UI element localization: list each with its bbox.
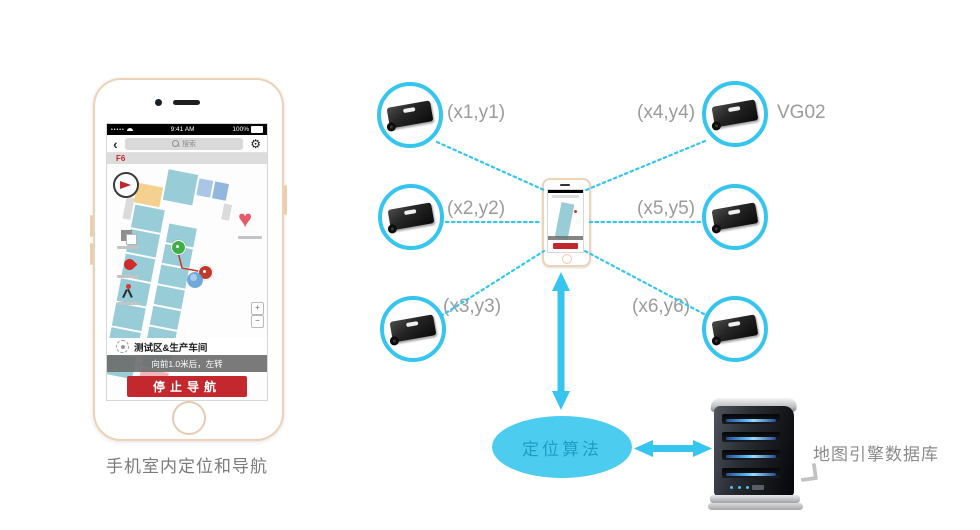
heart-caption [238, 236, 262, 239]
current-location-marker [187, 272, 203, 288]
floor-label: F6 [116, 154, 126, 163]
app-navbar: ‹ 搜索 ⚙ [107, 135, 267, 153]
beacon-model-label: VG02 [777, 102, 826, 123]
battery-percent: 100% [232, 126, 249, 133]
mini-instruction-banner [548, 236, 583, 240]
beacon-6 [702, 296, 768, 362]
start-marker [171, 240, 186, 255]
front-camera-icon [155, 99, 162, 106]
mini-home-button [562, 254, 572, 264]
power-button [284, 185, 287, 215]
mode-switch-icon-overlay [126, 234, 137, 245]
beacon-device-icon [711, 99, 759, 132]
beacon-device-icon [387, 202, 435, 235]
home-button[interactable] [172, 401, 206, 435]
database-label: 地图引擎数据库 [813, 445, 939, 464]
server-tower [714, 406, 794, 496]
mini-status-bar [548, 190, 583, 193]
mini-stop-button [553, 243, 578, 249]
status-bar: ••••• 9:41 AM 100% [107, 124, 267, 135]
destination-panel: 测试区&生产车间 [107, 338, 267, 355]
server-shadow-chevron-icon [798, 462, 819, 483]
beacon-1-coordinates: (x1,y1) [447, 102, 506, 123]
mini-search-bar [552, 195, 579, 198]
beacon-3 [380, 296, 446, 362]
favorite-heart-icon[interactable]: ♥ [238, 206, 253, 233]
wifi-icon [126, 128, 133, 131]
instruction-text: 向前1.0米后，左转 [151, 358, 223, 369]
database-server-icon [708, 398, 805, 512]
pin-mode-caption [117, 302, 139, 305]
search-icon [171, 140, 179, 147]
beacon-5 [702, 184, 768, 250]
compass-small-icon [116, 340, 129, 353]
app-screen: ••••• 9:41 AM 100% ‹ 搜索 ⚙ F6 [106, 123, 268, 401]
beacon-4-coordinates: (x4,y4) [637, 102, 696, 123]
volume-up-button [90, 215, 93, 237]
beacon-2-coordinates: (x2,y2) [447, 198, 506, 219]
mini-floorplan [554, 202, 575, 240]
route-path [177, 251, 204, 273]
server-base [710, 495, 800, 503]
beacon-1 [377, 82, 443, 148]
mini-destination-marker [574, 210, 577, 213]
positioning-algorithm-node: 定位算法 [492, 416, 632, 478]
beacon-device-icon [386, 100, 434, 133]
earpiece-speaker [173, 100, 200, 105]
floor-selector-bar[interactable]: F6 [107, 153, 267, 164]
instruction-banner: 向前1.0米后，左转 [107, 355, 267, 372]
destination-text: 测试区&生产车间 [134, 342, 208, 354]
smartphone-mockup: ••••• 9:41 AM 100% ‹ 搜索 ⚙ F6 [90, 78, 287, 441]
dashed-line-b4 [584, 139, 707, 192]
back-chevron-icon[interactable]: ‹ [113, 135, 118, 152]
mini-screen [547, 189, 584, 253]
mini-earpiece [560, 184, 570, 186]
signal-dots-icon: ••••• [111, 126, 125, 133]
pin-mode-icon[interactable] [121, 284, 135, 298]
beacon-5-coordinates: (x5,y5) [637, 198, 696, 219]
phone-to-algorithm-arrow [552, 272, 570, 410]
beacon-device-icon [711, 202, 759, 235]
stop-navigation-button[interactable]: 停止导航 [127, 376, 247, 397]
phone-caption: 手机室内定位和导航 [106, 457, 268, 476]
beacon-6-coordinates: (x6,y6) [632, 296, 691, 317]
dashed-line-b1 [435, 140, 546, 192]
algorithm-to-database-arrow [634, 440, 712, 457]
mode-switch-caption [117, 246, 139, 249]
zoom-out-button[interactable]: − [251, 315, 264, 328]
indoor-map[interactable]: ♥ + − 测试区&生产车间 [107, 164, 267, 400]
zoom-in-button[interactable]: + [251, 302, 264, 315]
server-base-plate [708, 503, 803, 510]
beacon-3-coordinates: (x3,y3) [443, 296, 502, 317]
beacon-2 [378, 184, 444, 250]
mini-phone [542, 178, 591, 267]
gear-icon[interactable]: ⚙ [250, 136, 261, 151]
search-input[interactable]: 搜索 [124, 137, 244, 150]
beacon-device-icon [711, 314, 759, 347]
volume-down-button [90, 243, 93, 265]
search-placeholder: 搜索 [181, 140, 196, 148]
compass-icon[interactable] [113, 172, 139, 198]
clock-text: 9:41 AM [170, 126, 195, 133]
battery-icon [251, 126, 263, 133]
drop-mode-caption [117, 275, 139, 278]
beacon-device-icon [389, 314, 437, 347]
beacon-4 [702, 81, 768, 147]
